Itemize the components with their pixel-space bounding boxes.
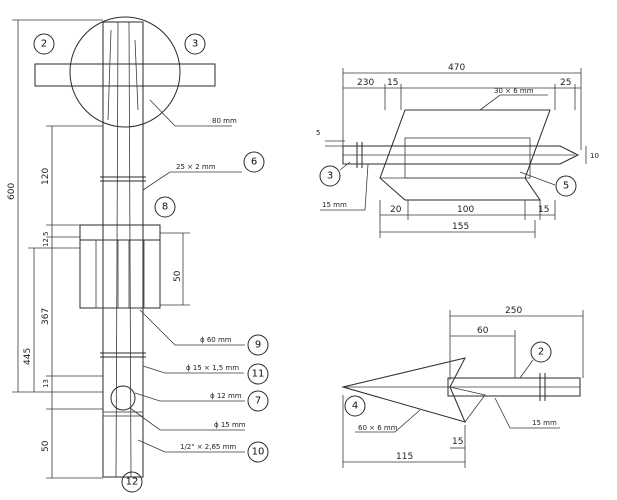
note-ball-15mm: ϕ 15 mm [214,421,246,429]
svg-text:9: 9 [255,340,261,351]
svg-text:3: 3 [192,39,198,50]
dim-367: 367 [41,308,51,325]
svg-text:4: 4 [352,401,358,412]
callout-3-left: 3 [184,33,206,55]
dim-50-bottom: 50 [41,440,51,452]
callout-7: 7 [247,390,269,412]
note-bar-15mm-head: 15 mm [532,419,557,427]
dim-445: 445 [23,348,33,365]
note-pipe-half-inch: 1/2" × 2,65 mm [180,443,236,451]
note-plate-30x6mm: 30 × 6 mm [494,87,534,95]
svg-text:11: 11 [252,369,265,380]
dim-600: 600 [7,183,17,200]
dim-5: 5 [42,232,50,236]
dim-20: 20 [390,205,402,215]
svg-text:8: 8 [162,202,168,213]
sphere [69,16,181,128]
svg-text:2: 2 [41,39,47,50]
callout-12: 12 [121,471,143,493]
note-rod-12mm: ϕ 12 mm [210,392,242,400]
callout-5: 5 [555,175,577,197]
dim-250: 250 [505,306,522,316]
arrow-head [341,357,466,423]
dim-5-side: 5 [316,129,320,137]
note-tube-25x2mm: 25 × 2 mm [176,163,216,171]
svg-text:12: 12 [126,477,139,488]
dim-470: 470 [448,63,465,73]
callout-8: 8 [154,196,176,218]
dim-15-bottom: 15 [538,205,549,215]
svg-text:7: 7 [255,396,261,407]
note-bar-15mm-top: 15 mm [322,201,347,209]
dim-10: 10 [590,152,599,160]
callout-3-right: 3 [319,165,341,187]
svg-text:6: 6 [251,157,257,168]
callout-2-left: 2 [33,33,55,55]
cross-bar [34,63,216,87]
callout-6: 6 [243,151,265,173]
svg-text:3: 3 [327,171,333,182]
dim-115: 115 [396,452,413,462]
svg-text:5: 5 [563,181,569,192]
callout-10: 10 [247,441,269,463]
callout-2-right: 2 [530,341,552,363]
dim-15-top: 15 [387,78,398,88]
note-plate-60x6mm: 60 × 6 mm [358,424,398,432]
dim-15-head: 15 [452,437,463,447]
tail-rod [342,145,580,165]
arrow-head-assembly: 250 60 115 15 60 × 6 mm 15 mm 2 4 [341,306,584,468]
dim-155: 155 [452,222,469,232]
small-ball [110,385,136,411]
dim-230: 230 [357,78,374,88]
mast-assembly: 600 445 367 120 5 12 50 13 50 80 mm 25 ×… [7,16,269,493]
collar-top [79,224,161,241]
tail-assembly: 470 230 15 25 30 × 6 mm 5 10 20 100 15 1… [316,63,599,238]
note-sphere-80mm: 80 mm [212,117,237,125]
svg-text:10: 10 [252,447,265,458]
note-collar-60mm: ϕ 60 mm [200,336,232,344]
callout-11: 11 [247,363,269,385]
dim-25: 25 [560,78,571,88]
dim-100: 100 [457,205,474,215]
callout-4: 4 [344,395,366,417]
collar-body [79,239,161,309]
dim-120: 120 [41,168,51,185]
svg-text:2: 2 [538,347,544,358]
dim-13: 13 [42,379,50,388]
dim-12: 12 [42,238,50,247]
dim-50-collar: 50 [173,270,183,282]
dim-60: 60 [477,326,489,336]
note-tube-15x1_5mm: ϕ 15 × 1,5 mm [186,364,239,372]
callout-9: 9 [247,334,269,356]
